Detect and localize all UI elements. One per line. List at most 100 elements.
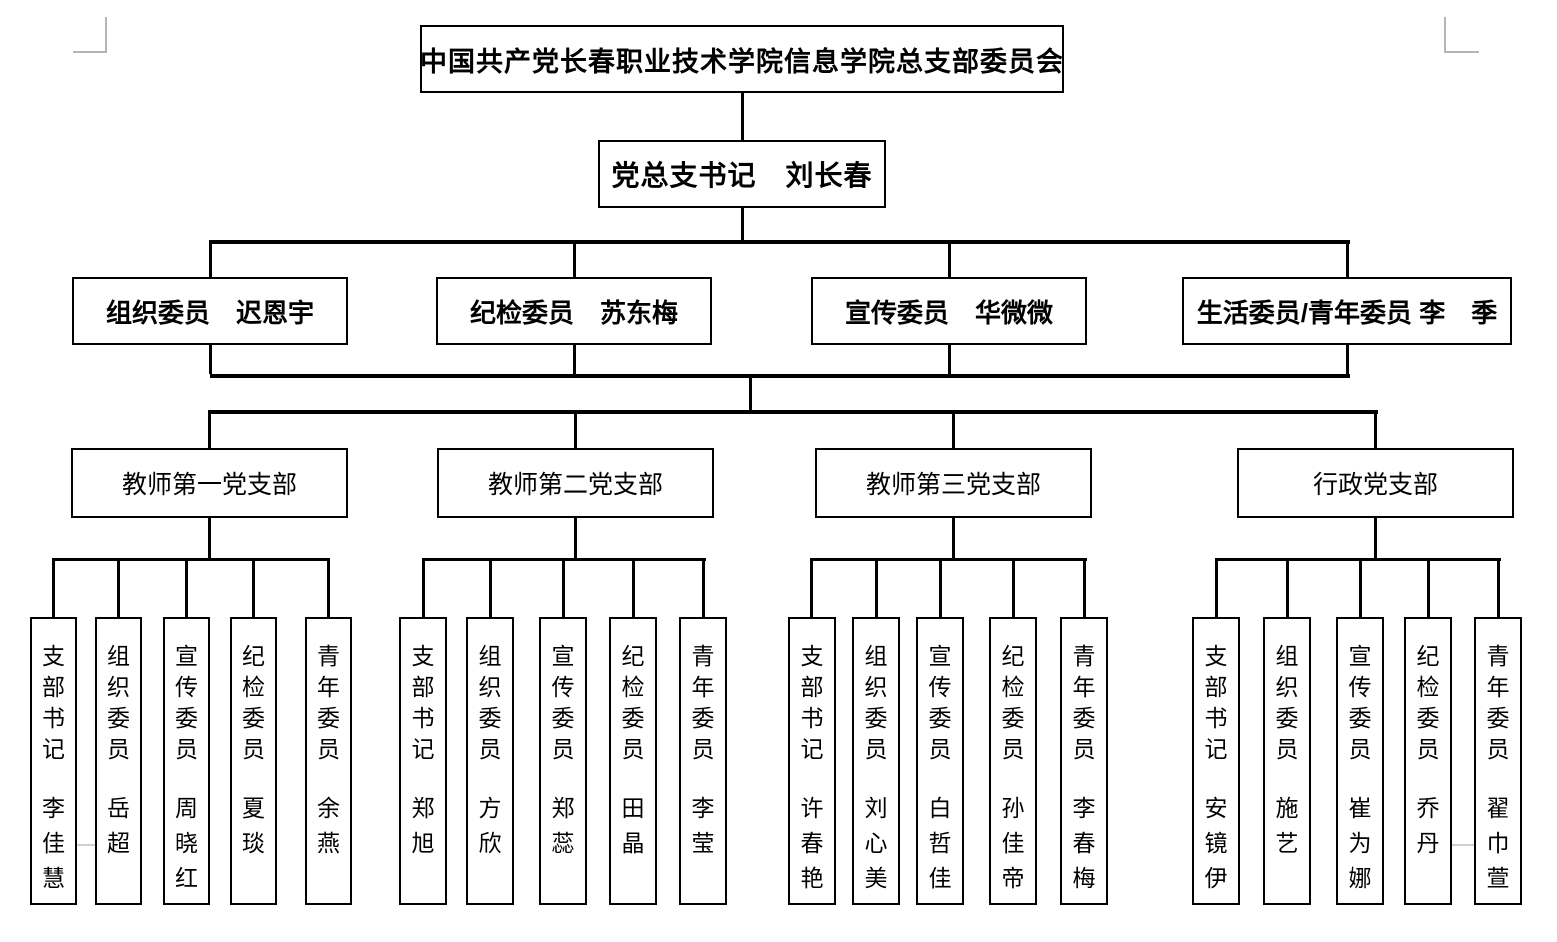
connector-line xyxy=(574,518,577,558)
committee-label: 宣传委员 华微微 xyxy=(844,297,1053,328)
connector-line xyxy=(1427,558,1430,617)
connector-line xyxy=(210,374,1350,378)
member-role: 纪检委员 xyxy=(242,643,265,762)
member-box: 青年委员 李莹 xyxy=(679,617,727,905)
member-role: 青年委员 xyxy=(317,643,340,762)
member-name: 李佳慧 xyxy=(42,795,65,891)
member-name: 李春梅 xyxy=(1072,795,1096,891)
root-committee-title: 中国共产党长春职业技术学院信息学院总支部委员会 xyxy=(420,46,1064,77)
connector-line xyxy=(209,240,212,277)
connector-line xyxy=(1497,558,1500,617)
member-box: 宣传委员 郑蕊 xyxy=(539,617,587,905)
member-role: 纪检委员 xyxy=(621,643,645,762)
committee-box-organization: 组织委员 迟恩宇 xyxy=(72,277,348,345)
member-box: 纪检委员 夏琰 xyxy=(230,617,277,905)
member-name: 郑旭 xyxy=(411,795,435,856)
member-name: 施艺 xyxy=(1275,795,1299,856)
member-role: 支部书记 xyxy=(411,643,435,762)
committee-box-discipline: 纪检委员 苏东梅 xyxy=(436,277,712,345)
member-role: 青年委员 xyxy=(691,643,715,762)
committee-label: 纪检委员 苏东梅 xyxy=(469,297,678,328)
member-role: 组织委员 xyxy=(864,643,888,762)
member-box: 支部书记 安镜伊 xyxy=(1192,617,1240,905)
member-role: 支部书记 xyxy=(42,643,65,762)
member-role: 纪检委员 xyxy=(1416,643,1440,762)
connector-line xyxy=(210,240,1350,244)
committee-label: 生活委员/青年委员 李 季 xyxy=(1196,297,1498,328)
connector-line xyxy=(875,558,878,617)
member-box: 组织委员 施艺 xyxy=(1263,617,1311,905)
connector-line xyxy=(117,558,120,617)
connector-line xyxy=(1374,410,1377,448)
member-name: 夏琰 xyxy=(242,795,265,856)
member-name: 安镜伊 xyxy=(1204,795,1228,891)
crop-mark-top-right xyxy=(1444,17,1446,53)
member-box: 组织委员 岳超 xyxy=(95,617,142,905)
crop-mark-top-right xyxy=(1444,51,1479,53)
connector-line xyxy=(952,410,955,448)
member-name: 郑蕊 xyxy=(551,795,575,856)
artifact-line xyxy=(1452,844,1476,846)
connector-line xyxy=(1215,558,1218,617)
member-role: 青年委员 xyxy=(1486,643,1510,762)
member-name: 岳超 xyxy=(107,795,130,856)
connector-line xyxy=(489,558,492,617)
member-name: 周晓红 xyxy=(175,795,198,891)
connector-line xyxy=(952,518,955,558)
secretary-label: 党总支书记 刘长春 xyxy=(611,160,873,191)
connector-line xyxy=(52,558,55,617)
member-name: 余燕 xyxy=(317,795,340,856)
connector-line xyxy=(948,240,951,277)
connector-line xyxy=(573,240,576,277)
crop-mark-top-left xyxy=(105,17,107,53)
connector-line xyxy=(422,558,425,617)
connector-line xyxy=(574,410,577,448)
member-name: 翟巾萱 xyxy=(1486,795,1510,891)
member-box: 支部书记 许春艳 xyxy=(788,617,836,905)
member-box: 组织委员 刘心美 xyxy=(852,617,900,905)
member-box: 宣传委员 白哲佳 xyxy=(916,617,964,905)
member-box: 组织委员 方欣 xyxy=(466,617,514,905)
branch-box-teacher-1: 教师第一党支部 xyxy=(71,448,348,518)
connector-line xyxy=(1083,558,1086,617)
member-name: 崔为娜 xyxy=(1348,795,1372,891)
connector-line xyxy=(702,558,705,617)
member-name: 方欣 xyxy=(478,795,502,856)
committee-box-publicity: 宣传委员 华微微 xyxy=(811,277,1087,345)
member-box: 支部书记 郑旭 xyxy=(399,617,447,905)
committee-label: 组织委员 迟恩宇 xyxy=(105,297,314,328)
branch-name: 行政党支部 xyxy=(1312,471,1438,499)
member-role: 青年委员 xyxy=(1072,643,1096,762)
member-name: 白哲佳 xyxy=(928,795,952,891)
connector-line xyxy=(1359,558,1362,617)
connector-line xyxy=(252,558,255,617)
member-box: 纪检委员 乔丹 xyxy=(1404,617,1452,905)
connector-line xyxy=(749,374,752,410)
member-role: 宣传委员 xyxy=(175,643,198,762)
connector-line xyxy=(1346,345,1349,374)
member-name: 许春艳 xyxy=(800,795,824,891)
branch-box-admin: 行政党支部 xyxy=(1237,448,1514,518)
connector-line xyxy=(741,93,744,140)
member-name: 乔丹 xyxy=(1416,795,1440,856)
member-box: 支部书记 李佳慧 xyxy=(30,617,77,905)
connector-line xyxy=(948,345,951,374)
branch-box-teacher-3: 教师第三党支部 xyxy=(815,448,1092,518)
connector-line xyxy=(1374,518,1377,558)
branch-name: 教师第三党支部 xyxy=(865,471,1041,499)
connector-line xyxy=(185,558,188,617)
connector-line xyxy=(573,345,576,374)
member-box: 纪检委员 孙佳帝 xyxy=(989,617,1037,905)
connector-line xyxy=(741,208,744,240)
connector-line xyxy=(209,345,212,374)
connector-line xyxy=(562,558,565,617)
member-role: 组织委员 xyxy=(107,643,130,762)
member-name: 田晶 xyxy=(621,795,645,856)
connector-line xyxy=(208,518,211,558)
member-box: 宣传委员 崔为娜 xyxy=(1336,617,1384,905)
connector-line xyxy=(1286,558,1289,617)
member-role: 宣传委员 xyxy=(551,643,575,762)
secretary-box: 党总支书记 刘长春 xyxy=(598,140,886,208)
connector-line xyxy=(52,558,330,561)
